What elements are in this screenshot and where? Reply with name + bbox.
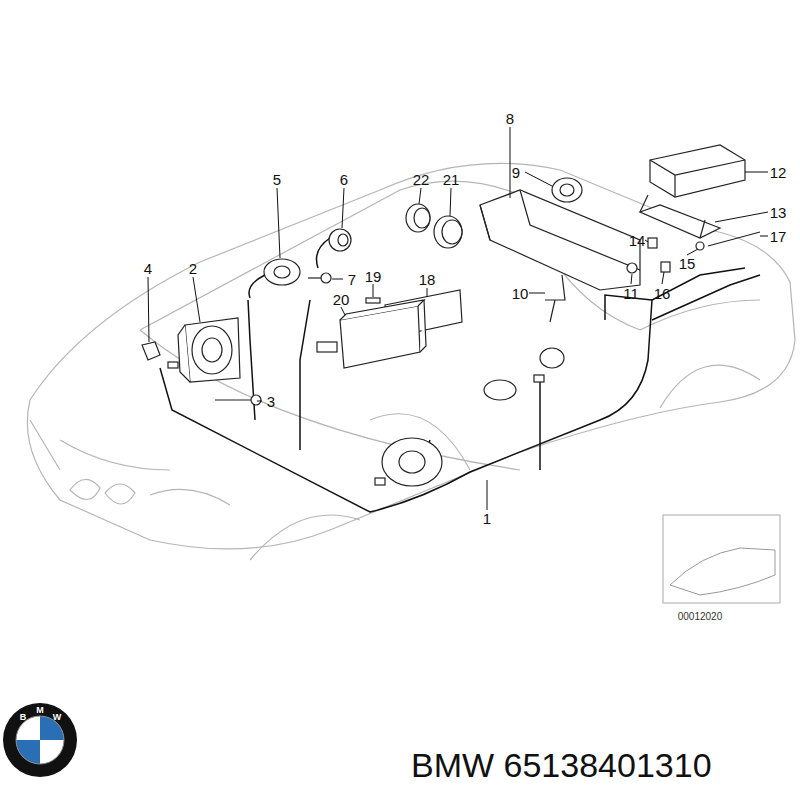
callout-number: 22 <box>413 172 430 187</box>
callout-number: 5 <box>273 172 281 187</box>
callout-number: 3 <box>267 394 275 409</box>
callout-number: 11 <box>623 286 639 301</box>
figure-code: 00012020 <box>678 612 723 622</box>
callout-number: 18 <box>419 272 436 287</box>
callout-number: 7 <box>348 272 356 287</box>
callout-number: 6 <box>340 172 348 187</box>
callout-number: 17 <box>770 229 787 244</box>
callout-number: 9 <box>512 165 520 180</box>
logo-letter: B <box>20 713 27 722</box>
callout-number: 2 <box>189 261 197 276</box>
callout-number: 16 <box>654 286 671 301</box>
callout-number: 15 <box>679 256 696 271</box>
callout-number: 20 <box>333 292 350 307</box>
callout-number: 14 <box>629 233 646 248</box>
callout-number: 4 <box>144 261 152 276</box>
callout-number: 19 <box>365 269 382 284</box>
callout-number: 13 <box>770 205 787 220</box>
callout-number: 12 <box>770 165 787 180</box>
part-number-caption: BMW 65138401310 <box>411 748 712 782</box>
logo-letter: W <box>53 713 62 722</box>
callout-number: 10 <box>512 286 529 301</box>
callout-number: 21 <box>443 172 460 187</box>
callout-number: 1 <box>483 511 491 526</box>
callout-number: 8 <box>506 111 514 126</box>
logo-letter: M <box>36 706 44 715</box>
